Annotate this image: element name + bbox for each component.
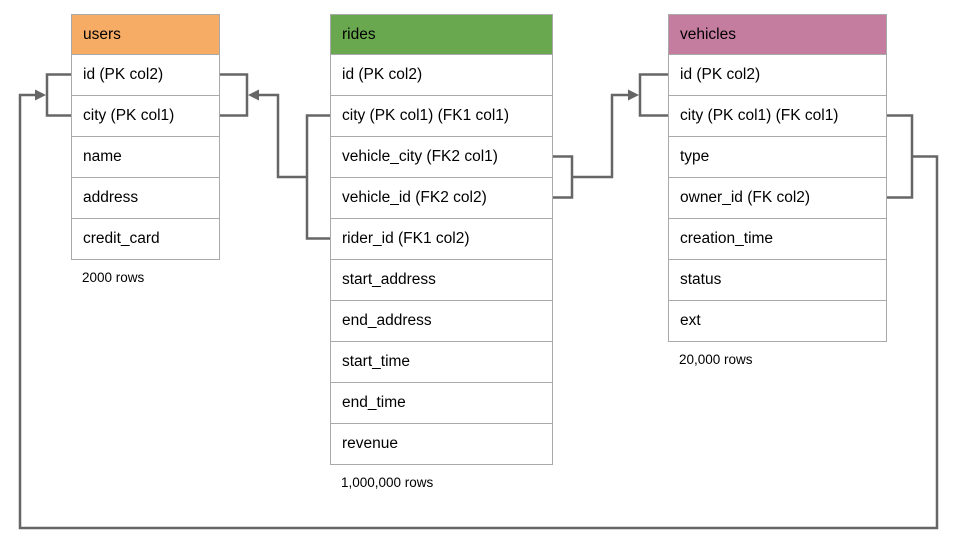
rides-to-users-elbow — [259, 93, 307, 179]
table-rides-header[interactable]: rides — [331, 15, 552, 54]
column-row[interactable]: id (PK col2) — [669, 54, 886, 95]
column-row[interactable]: start_address — [331, 259, 552, 300]
column-row[interactable]: address — [72, 177, 219, 218]
column-row[interactable]: creation_time — [669, 218, 886, 259]
table-rides[interactable]: rides id (PK col2)city (PK col1) (FK1 co… — [330, 14, 553, 490]
rides-to-vehicles-elbow — [572, 93, 628, 179]
vehicles-fk-bracket — [887, 114, 914, 199]
rides-fk1-bracket — [305, 114, 330, 240]
table-vehicles-rowcount: 20,000 rows — [679, 352, 753, 367]
column-row[interactable]: type — [669, 136, 886, 177]
column-row[interactable]: id (PK col2) — [72, 54, 219, 95]
arrowhead-to-users-right — [248, 89, 259, 101]
column-row[interactable]: city (PK col1) (FK col1) — [669, 95, 886, 136]
table-users-header[interactable]: users — [72, 15, 219, 54]
column-row[interactable]: end_address — [331, 300, 552, 341]
relationship-rides-to-users — [220, 73, 330, 240]
table-vehicles-box: vehicles id (PK col2)city (PK col1) (FK … — [668, 14, 887, 342]
column-row[interactable]: revenue — [331, 423, 552, 464]
vehicles-to-users-loop — [18, 93, 939, 530]
column-row[interactable]: status — [669, 259, 886, 300]
arrowhead-to-users-left — [35, 89, 46, 101]
rides-fk2-bracket — [553, 155, 574, 199]
table-vehicles-columns: id (PK col2)city (PK col1) (FK col1)type… — [669, 54, 886, 341]
column-row[interactable]: start_time — [331, 341, 552, 382]
arrowhead-to-vehicles-left — [628, 89, 639, 101]
column-row[interactable]: city (PK col1) — [72, 95, 219, 136]
table-rides-columns: id (PK col2)city (PK col1) (FK1 col1)veh… — [331, 54, 552, 464]
column-row[interactable]: end_time — [331, 382, 552, 423]
users-pk-bracket-right — [220, 73, 249, 117]
column-row[interactable]: owner_id (FK col2) — [669, 177, 886, 218]
relationship-vehicles-to-users — [18, 73, 939, 530]
column-row[interactable]: rider_id (FK1 col2) — [331, 218, 552, 259]
column-row[interactable]: vehicle_city (FK2 col1) — [331, 136, 552, 177]
column-row[interactable]: credit_card — [72, 218, 219, 259]
column-row[interactable]: city (PK col1) (FK1 col1) — [331, 95, 552, 136]
column-row[interactable]: ext — [669, 300, 886, 341]
table-rides-rowcount: 1,000,000 rows — [341, 475, 434, 490]
table-users-rowcount: 2000 rows — [82, 270, 145, 285]
column-row[interactable]: name — [72, 136, 219, 177]
column-row[interactable]: vehicle_id (FK2 col2) — [331, 177, 552, 218]
table-rides-box: rides id (PK col2)city (PK col1) (FK1 co… — [330, 14, 553, 465]
table-vehicles-header[interactable]: vehicles — [669, 15, 886, 54]
vehicles-pk-bracket-left — [638, 73, 668, 117]
column-row[interactable]: id (PK col2) — [331, 54, 552, 95]
users-pk-bracket-left — [45, 73, 71, 117]
table-vehicles[interactable]: vehicles id (PK col2)city (PK col1) (FK … — [668, 14, 887, 367]
relationship-rides-to-vehicles — [553, 73, 668, 199]
